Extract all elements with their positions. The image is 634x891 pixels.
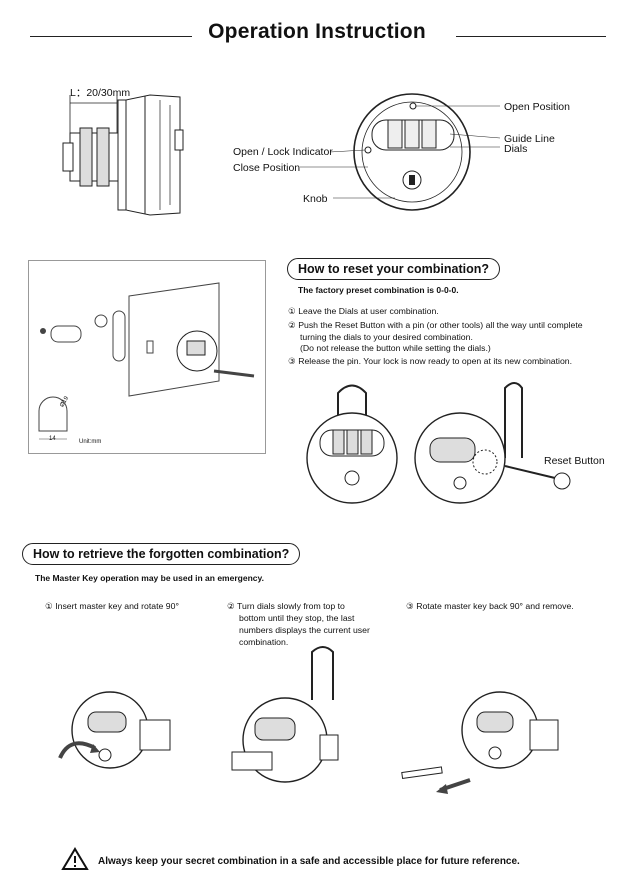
reset-factory-note: The factory preset combination is 0-0-0. <box>298 285 459 295</box>
retrieve-step-2-line-1: ② Turn dials slowly from top to <box>227 601 345 611</box>
page-title: Operation Instruction <box>208 20 426 43</box>
reset-step-2-line-2: turning the dials to your desired combin… <box>300 332 473 342</box>
reset-step-2-line-3: (Do not release the button while setting… <box>300 343 491 353</box>
label-knob: Knob <box>303 193 328 205</box>
retrieve-note: The Master Key operation may be used in … <box>35 573 264 583</box>
retrieve-step-3: ③ Rotate master key back 90° and remove. <box>406 601 574 611</box>
installation-drawing <box>38 282 255 440</box>
label-close-position: Close Position <box>233 162 301 174</box>
reset-step-1: ① Leave the Dials at user combination. <box>288 306 439 316</box>
installation-diagram: 14 Unit:mm Ø19 <box>28 260 266 454</box>
retrieve-illustrations <box>58 646 559 794</box>
lock-front-view <box>353 93 471 211</box>
label-open-lock-indicator: Open / Lock Indicator <box>233 146 333 158</box>
label-dials: Dials <box>504 143 528 155</box>
retrieve-heading: How to retrieve the forgotten combinatio… <box>22 543 301 565</box>
retrieve-step-1: ① Insert master key and rotate 90° <box>45 601 179 611</box>
lock-side-view <box>62 94 184 216</box>
title-rule-right <box>456 36 606 37</box>
retrieve-step-2-line-2: bottom until they stop, the last <box>239 613 355 623</box>
reset-illustration <box>306 382 571 504</box>
retrieve-step-2-line-4: combination. <box>239 637 289 647</box>
warning-icon <box>61 847 89 870</box>
length-label: L：20/30mm <box>70 87 131 99</box>
label-guide-line: Guide Line <box>504 133 555 145</box>
dim-value: 14 <box>49 436 56 442</box>
reset-step-3: ③ Release the pin. Your lock is now read… <box>288 356 573 366</box>
footer-warning: Always keep your secret combination in a… <box>98 856 520 867</box>
label-open-position: Open Position <box>504 101 570 113</box>
label-reset-button: Reset Button <box>544 455 605 467</box>
reset-heading: How to reset your combination? <box>287 258 500 280</box>
retrieve-step-2-line-3: numbers displays the current user <box>239 625 370 635</box>
title-rule-left <box>30 36 192 37</box>
reset-step-2-line-1: ② Push the Reset Button with a pin (or o… <box>288 320 583 330</box>
unit-label: Unit:mm <box>79 439 102 445</box>
